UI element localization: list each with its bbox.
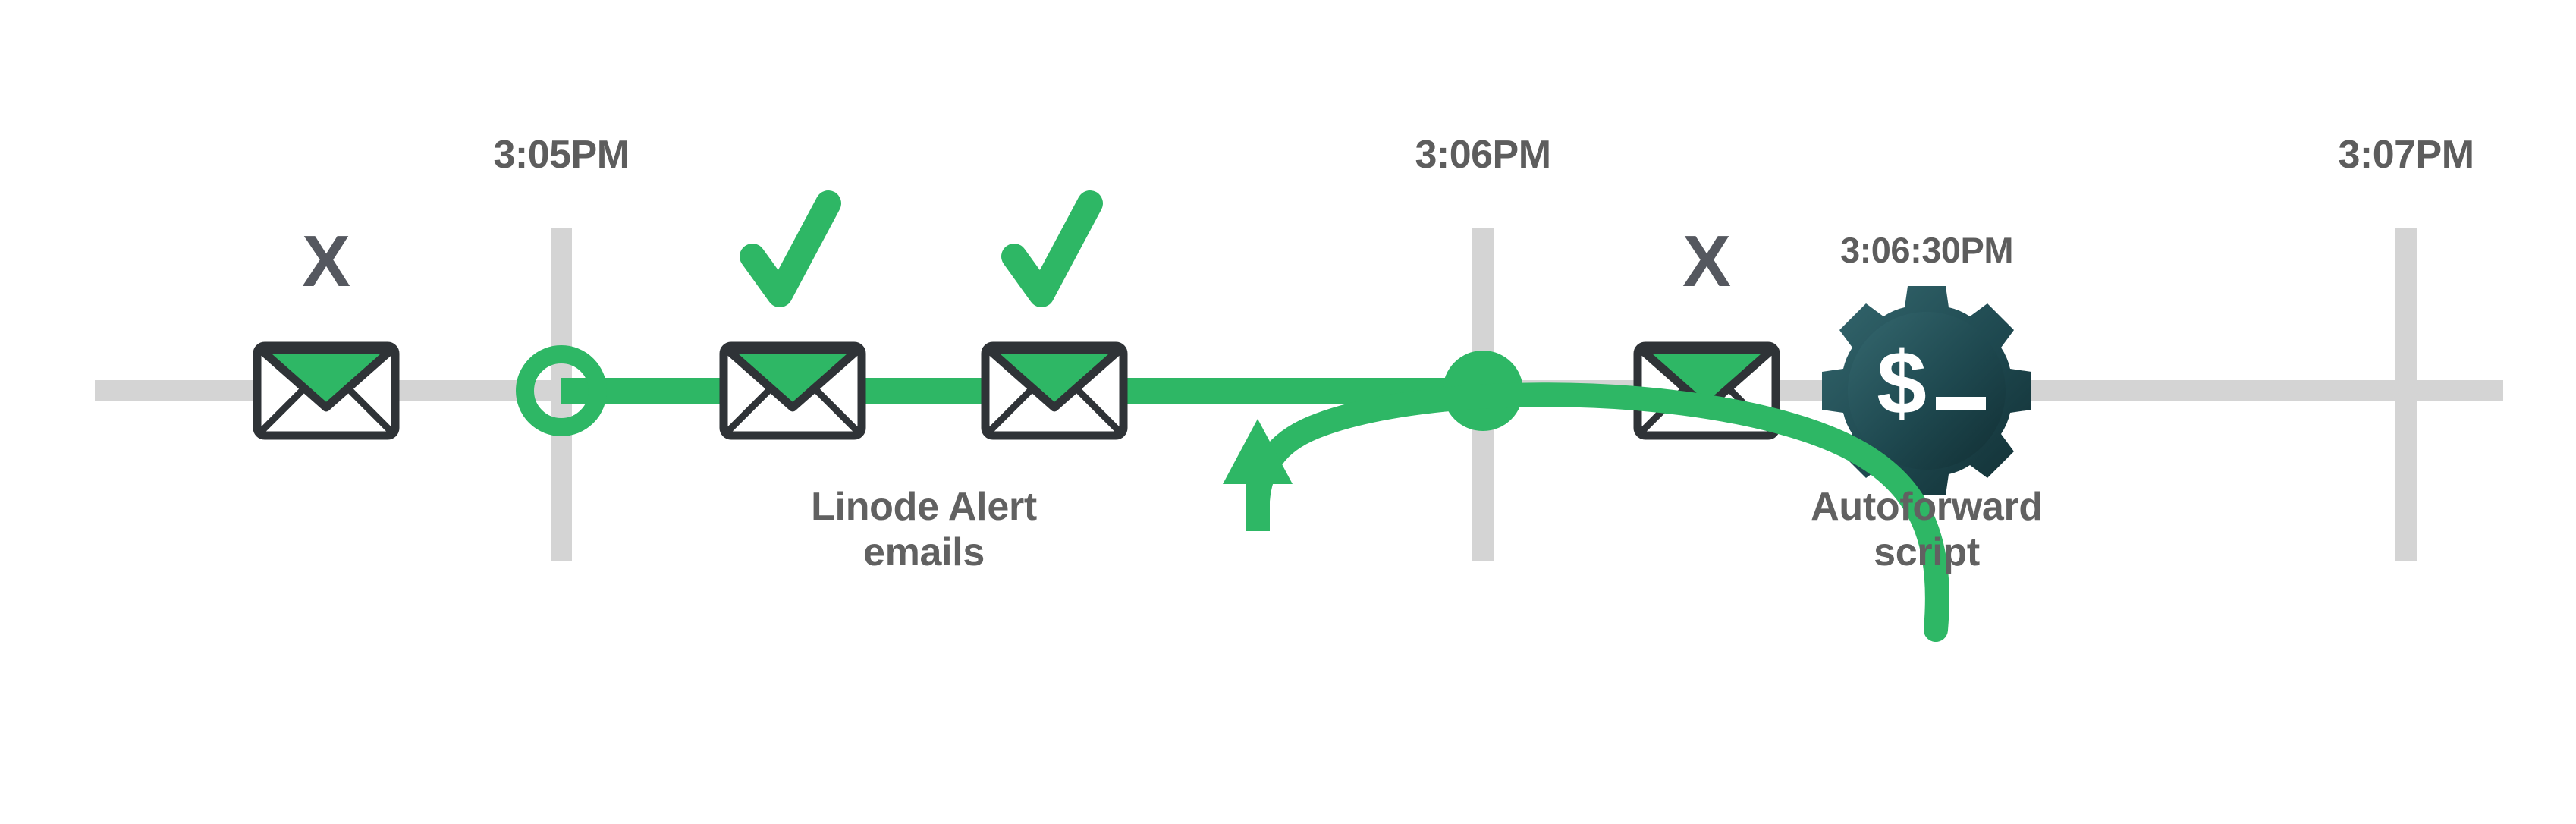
caption-script-line2: script bbox=[1874, 530, 1980, 575]
tick-label-307: 3:07PM bbox=[2338, 133, 2474, 177]
caption-alert-emails: Linode Alert emails bbox=[811, 484, 1037, 576]
envelope-icon bbox=[719, 341, 866, 440]
envelope-icon bbox=[981, 341, 1128, 440]
envelope-icon bbox=[253, 341, 400, 440]
tick-label-305: 3:05PM bbox=[493, 133, 630, 177]
node-ring-start bbox=[516, 345, 607, 436]
feedback-arrow bbox=[1223, 382, 1949, 642]
status-x-icon: X bbox=[301, 221, 351, 302]
tick-label-306: 3:06PM bbox=[1415, 133, 1551, 177]
check-icon bbox=[1001, 190, 1103, 307]
gear-prompt-cursor bbox=[1936, 397, 1986, 410]
script-time-label: 3:06:30PM bbox=[1840, 230, 2014, 270]
gear-dollar-glyph: $ bbox=[1877, 333, 1927, 433]
status-x-icon: X bbox=[1682, 221, 1732, 302]
gear-icon: $ bbox=[1822, 286, 2031, 495]
feedback-arrow-head bbox=[1223, 419, 1293, 484]
caption-autoforward-script: Autoforward script bbox=[1811, 484, 2043, 576]
caption-alert-emails-line2: emails bbox=[862, 530, 985, 575]
check-icon bbox=[740, 190, 841, 307]
tick-mark-307 bbox=[2395, 228, 2417, 561]
caption-alert-emails-line1: Linode Alert bbox=[811, 485, 1037, 529]
caption-script-line1: Autoforward bbox=[1811, 485, 2043, 529]
